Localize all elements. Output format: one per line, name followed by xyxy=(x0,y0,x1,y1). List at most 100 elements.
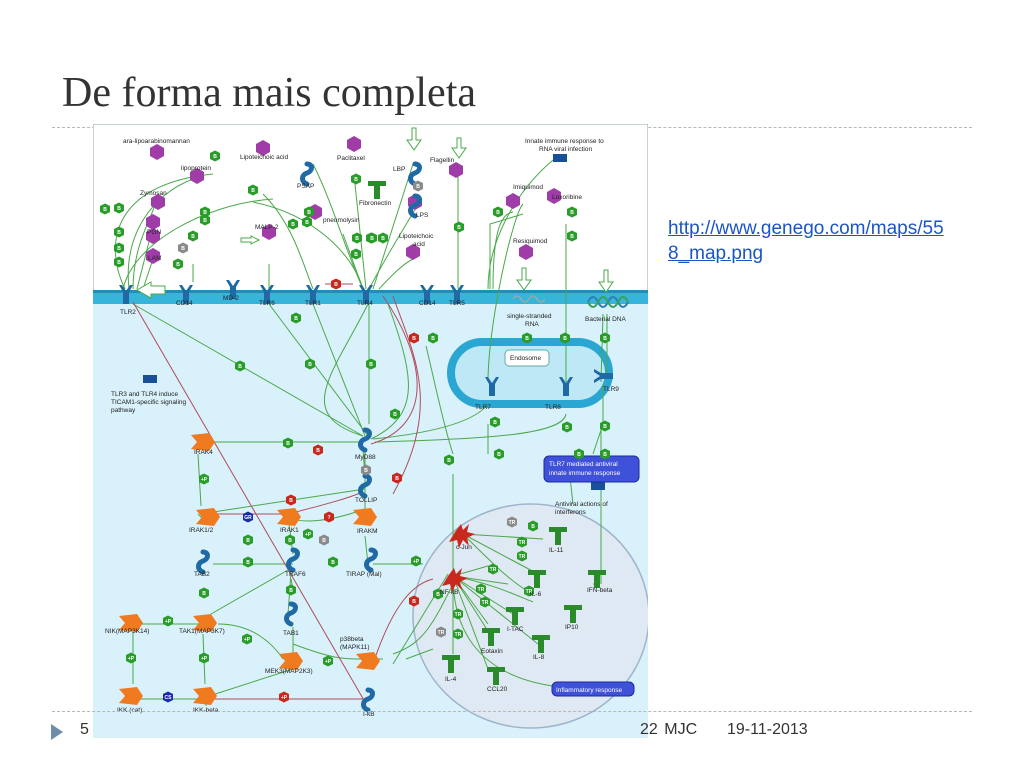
label-bactdna: Bacterial DNA xyxy=(585,316,626,323)
edge-badge: B xyxy=(304,206,314,218)
label-ip10: IP10 xyxy=(565,624,579,631)
label-psap: PSAP xyxy=(297,183,314,190)
svg-text:B: B xyxy=(289,588,293,594)
label-imiquimod: Imiquimod xyxy=(513,184,543,191)
svg-text:B: B xyxy=(603,452,607,458)
edge-badge: B xyxy=(444,454,454,466)
edge-badge: B xyxy=(366,358,376,370)
label-ticam: TLR3 and TLR4 induce xyxy=(111,391,178,398)
label-zymosan: Zymosan xyxy=(140,190,167,197)
label-lipoteichoic: Lipoteichoic acid xyxy=(240,154,288,161)
label-lbp: LBP xyxy=(393,166,405,173)
nfkb-icon xyxy=(442,568,468,592)
edge-badge: B xyxy=(494,448,504,460)
edge-badge: B xyxy=(351,173,361,185)
edge-badge: B xyxy=(173,258,183,270)
svg-text:TR: TR xyxy=(509,520,516,526)
edge-badge: TR xyxy=(453,608,463,620)
footer-author: 22 MJC xyxy=(640,721,698,738)
svg-text:TR: TR xyxy=(478,587,485,593)
edge-badge: B xyxy=(305,358,315,370)
svg-text:+P: +P xyxy=(128,656,135,662)
svg-text:B: B xyxy=(431,336,435,342)
svg-text:B: B xyxy=(288,538,292,544)
label-tlr7box-2: innate immune response xyxy=(549,470,621,477)
svg-text:B: B xyxy=(354,252,358,258)
reference-link[interactable]: http://www.genego.com/maps/558_map.png xyxy=(668,218,944,264)
svg-text:GR: GR xyxy=(244,515,252,521)
edge-badge: +P xyxy=(242,633,252,645)
footer-divider xyxy=(52,711,972,712)
svg-text:B: B xyxy=(525,336,529,342)
edge-badge: B xyxy=(286,584,296,596)
footer-date: 19-11-2013 xyxy=(727,721,808,738)
inflammatory-box xyxy=(551,681,635,697)
tlr-pathway-diagram: BBBBBBBBBBBBBBBBBBBBBBBBBBBBBBBBBBBBBBBB… xyxy=(93,124,648,738)
edge-badge: B xyxy=(210,150,220,162)
svg-text:TR: TR xyxy=(519,540,526,546)
svg-text:B: B xyxy=(308,362,312,368)
svg-text:B: B xyxy=(246,538,250,544)
svg-text:B: B xyxy=(496,210,500,216)
label-tollip: TOLLIP xyxy=(355,497,377,504)
edge-badge: B xyxy=(100,203,110,215)
label-fibronectin: Fibronectin xyxy=(359,200,392,207)
tlr7-marker-icon xyxy=(591,482,605,490)
label-lam: LAM xyxy=(148,255,161,262)
svg-text:B: B xyxy=(412,336,416,342)
label-irak12: IRAK1/2 xyxy=(189,527,214,534)
edge-badge: B xyxy=(178,242,188,254)
svg-text:B: B xyxy=(531,524,535,530)
edge-badge: TR xyxy=(453,628,463,640)
edge-badge: TR xyxy=(488,563,498,575)
edge-badge: TR xyxy=(517,550,527,562)
label-cjun: c-Jun xyxy=(456,544,472,551)
svg-text:TR: TR xyxy=(438,630,445,636)
label-il6: IL-6 xyxy=(530,591,542,598)
label-eotaxin: Eotaxin xyxy=(481,648,503,655)
edge-badge: B xyxy=(490,416,500,428)
label-itac: I-TAC xyxy=(507,626,524,633)
label-ticam-3: pathway xyxy=(111,407,136,414)
label-nik: NIK(MAP3K14) xyxy=(105,628,149,635)
label-irak1: IRAK1 xyxy=(280,527,299,534)
label-tlr6: TLR6 xyxy=(259,300,275,307)
label-tlr2: TLR2 xyxy=(120,309,136,316)
svg-text:TR: TR xyxy=(455,612,462,618)
svg-text:B: B xyxy=(493,420,497,426)
edge-badge: B xyxy=(392,472,402,484)
edge-badge: B xyxy=(560,332,570,344)
svg-text:B: B xyxy=(331,560,335,566)
edge-badge: B xyxy=(433,588,443,600)
edge-badge: B xyxy=(493,206,503,218)
edge-badge: B xyxy=(528,520,538,532)
label-p38b: (MAPK11) xyxy=(340,644,370,651)
edge-badge: B xyxy=(574,448,584,460)
edge-badge: B xyxy=(522,332,532,344)
edge-badge: B xyxy=(114,256,124,268)
slide-number: 5 xyxy=(80,721,89,738)
edge-badge: B xyxy=(286,494,296,506)
edge-badge: TR xyxy=(517,536,527,548)
edge-badge: TR xyxy=(524,585,534,597)
label-nfkb: NF-kB xyxy=(440,589,458,596)
svg-text:B: B xyxy=(191,234,195,240)
label-pneumolysin: pneumolysin xyxy=(323,217,360,224)
edge-badge: GR xyxy=(243,511,253,523)
edge-badge: B xyxy=(600,448,610,460)
innate-marker-icon xyxy=(553,154,567,162)
label-mek3: MEK3(MAP2K3) xyxy=(265,668,313,675)
svg-text:B: B xyxy=(291,222,295,228)
svg-text:B: B xyxy=(202,591,206,597)
edge-badge: B xyxy=(285,534,295,546)
label-tlr7box: TLR7 mediated antiviral xyxy=(549,461,618,468)
edge-badge: B xyxy=(313,444,323,456)
edge-badge: B xyxy=(291,312,301,324)
edge-badge: B xyxy=(378,232,388,244)
edge-badge: B xyxy=(567,206,577,218)
edge-badge: B xyxy=(302,216,312,228)
svg-text:B: B xyxy=(570,234,574,240)
svg-text:B: B xyxy=(447,458,451,464)
label-loxoribine: Loxoribine xyxy=(552,194,582,201)
label-cd14a: CD14 xyxy=(176,300,193,307)
